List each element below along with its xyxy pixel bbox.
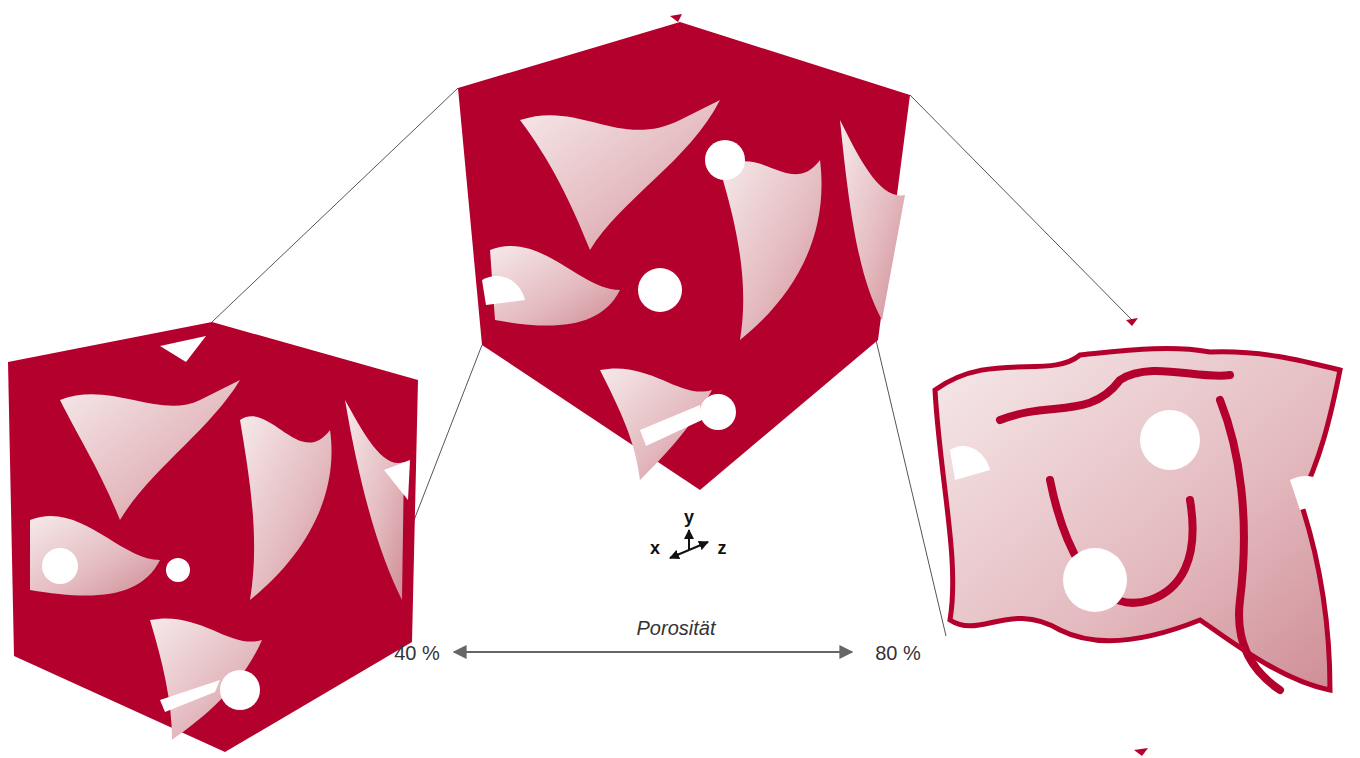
gyroid-cube-80 <box>935 349 1340 690</box>
axis-label: y <box>684 508 694 528</box>
axis-title: Porosität <box>637 617 716 639</box>
gyroid-cube-40 <box>8 322 418 752</box>
porosity-value: 40 % <box>394 642 440 664</box>
porosity-arrow <box>454 651 852 653</box>
porosity-value: 80 % <box>875 642 921 664</box>
gyroid-cube-mid <box>458 22 910 490</box>
axis-label: x <box>650 539 660 559</box>
specks <box>670 14 1148 756</box>
axis-indicator <box>670 530 708 558</box>
axis-label: z <box>718 539 727 559</box>
